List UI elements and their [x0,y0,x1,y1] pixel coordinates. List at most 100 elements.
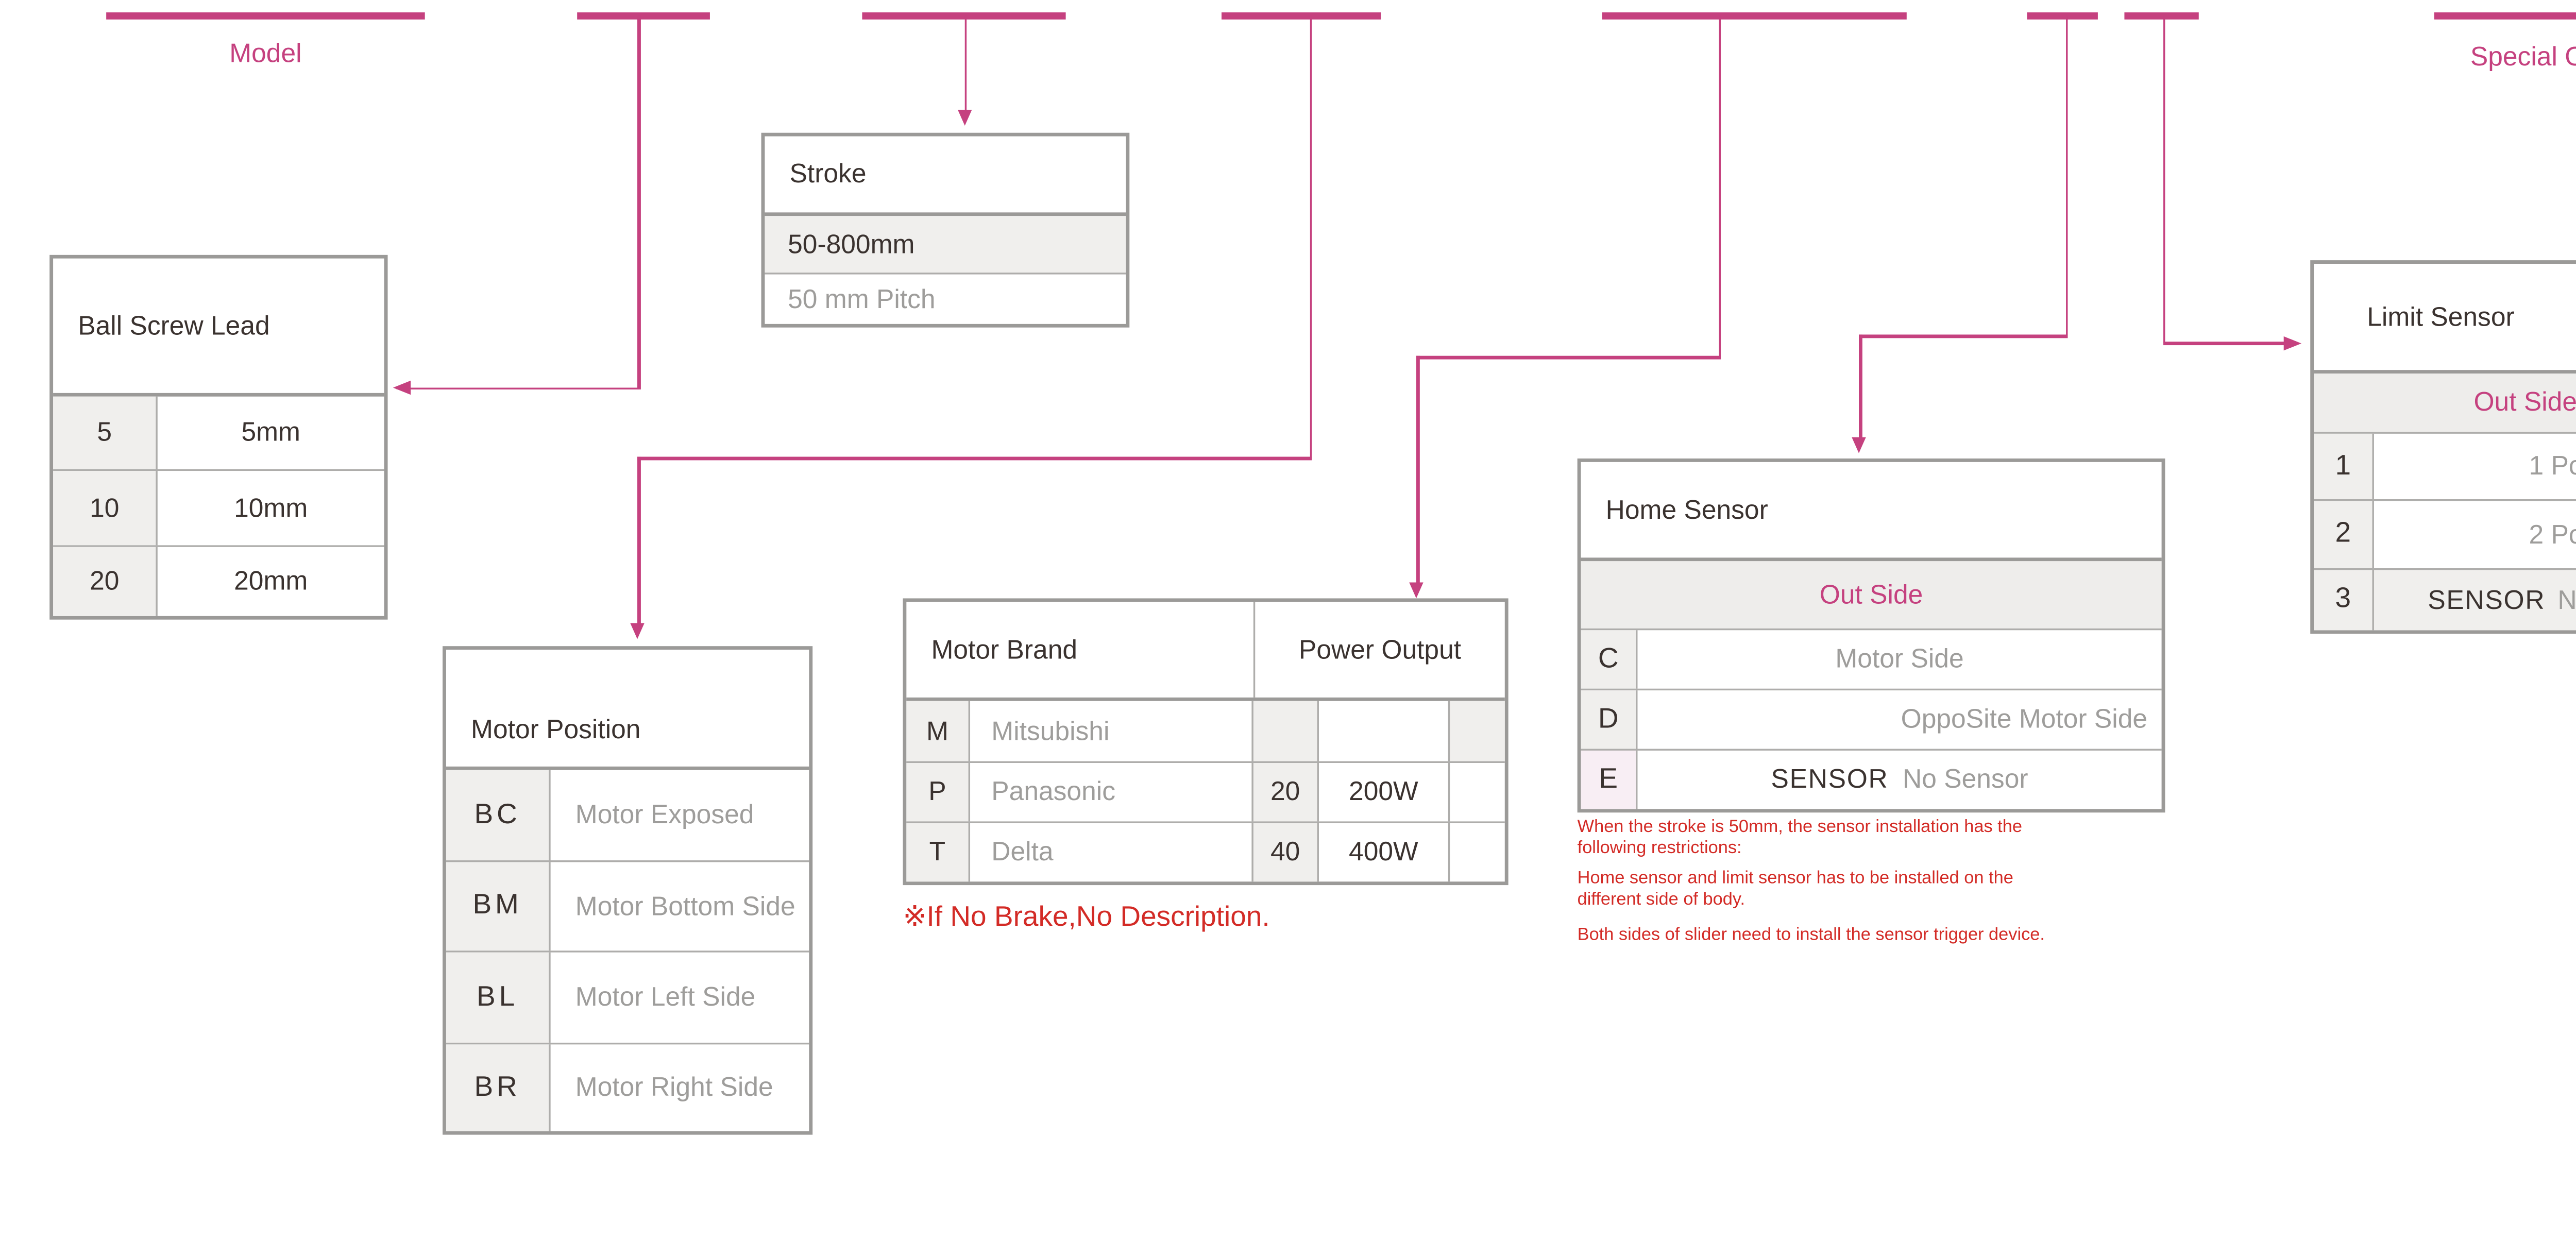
code-segment-ball-screw [577,12,710,19]
arrow-home-sensor-icon [1852,437,1867,453]
limit-sensor-outside-label: Out Side [2314,374,2576,432]
motor-brand-table: Motor Brand Power Output M Mitsubishi P … [903,598,1509,886]
ball-screw-value: 20mm [156,547,384,616]
home-sensor-code: E [1581,750,1636,809]
power-code: 20 [1251,763,1317,822]
power-extra-cell [1448,823,1505,882]
stroke-header: Stroke [765,137,1126,216]
special-order-label: Special Order No. [2470,42,2576,73]
table-row: BC Motor Exposed [446,770,809,860]
connector-power-horizontal [1416,355,1721,359]
power-extra-cell [1448,701,1505,761]
home-sensor-title: Home Sensor [1605,495,1768,525]
stroke-pitch: 50 mm Pitch [788,284,936,314]
power-code [1251,701,1317,761]
code-segment-home-sensor [2027,12,2098,19]
power-output-title: Power Output [1253,602,1505,698]
connector-home-sensor-horizontal [1859,334,2068,337]
home-sensor-code: C [1581,630,1636,689]
connector-motor-position-horizontal [637,456,1312,460]
ball-screw-code: 5 [53,396,156,469]
arrow-limit-sensor-icon [2283,335,2302,350]
motor-position-header: Motor Position [446,650,809,770]
connector-power-vertical-2 [1416,355,1419,584]
power-value [1317,701,1448,761]
connector-power-vertical-1 [1718,15,1721,358]
code-segment-limit-sensor [2124,12,2199,19]
motor-brand-name: Delta [968,823,1252,882]
home-sensor-table: Home Sensor Out Side C Motor Side D Oppo… [1577,458,2165,813]
table-row: 1 1 Pc [2314,432,2576,500]
motor-brand-title: Motor Brand [931,634,1078,665]
code-segment-motor-position [1221,12,1381,19]
home-sensor-outside-row: Out Side [1581,561,2162,629]
no-sensor-word: No Sensor [1903,765,2028,795]
arrow-motor-position-icon [630,623,645,639]
table-row: C Motor Side [1581,628,2162,689]
table-row: T Delta 40 400W [906,821,1505,882]
motor-position-value: Motor Left Side [549,952,809,1043]
no-sensor-word: No Sensor [2557,585,2576,616]
motor-brand-code: T [906,823,969,882]
connector-home-sensor-vertical-1 [2065,15,2068,336]
brake-note: ※If No Brake,No Description. [903,903,1270,933]
limit-sensor-code: 2 [2314,501,2372,569]
ball-screw-code: 10 [53,471,156,546]
connector-stroke-vertical [964,15,967,112]
motor-brand-code: P [906,763,969,822]
ball-screw-code: 20 [53,547,156,616]
power-extra-cell [1448,763,1505,822]
connector-ball-screw-horizontal [396,386,639,389]
table-row: P Panasonic 20 200W [906,761,1505,822]
table-row: 5 5mm [53,396,384,469]
power-value: 200W [1317,763,1448,822]
note-line: When the stroke is 50mm, the sensor inst… [1577,818,2022,859]
code-segment-special-order [2434,12,2576,19]
limit-sensor-value: 2 Pc [2372,501,2576,569]
connector-home-sensor-vertical-2 [1859,334,1862,439]
ball-screw-value: 10mm [156,471,384,546]
motor-position-value: Motor Bottom Side [549,862,809,951]
table-row: E SENSOR No Sensor [1581,749,2162,809]
model-label: Model [229,39,302,70]
motor-position-code: BC [446,770,549,860]
stroke-table: Stroke 50-800mm 50 mm Pitch [761,132,1130,328]
connector-limit-sensor-vertical [2162,15,2165,344]
limit-sensor-table: Limit Sensor Out Side 1 1 Pc 2 2 Pc 3 SE… [2310,260,2576,634]
arrow-power-output-icon [1409,582,1424,599]
sensor-word: SENSOR [1771,765,1889,795]
sensor-word: SENSOR [2428,585,2546,616]
connector-ball-screw-vertical [637,15,640,389]
limit-sensor-header: Limit Sensor [2314,264,2576,374]
motor-position-code: BR [446,1044,549,1131]
ball-screw-lead-header: Ball Screw Lead [53,259,384,397]
stroke-pitch-row: 50 mm Pitch [765,273,1126,324]
table-row: BR Motor Right Side [446,1042,809,1131]
arrow-ball-screw-icon [393,380,411,395]
note-line: Both sides of slider need to install the… [1577,926,2045,945]
motor-position-value: Motor Exposed [549,770,809,860]
home-sensor-outside-label: Out Side [1581,561,2162,629]
motor-brand-code: M [906,701,969,761]
connector-motor-position-vertical-2 [637,456,640,625]
limit-sensor-outside-row: Out Side [2314,374,2576,432]
stroke-title: Stroke [789,159,867,190]
limit-sensor-code: 1 [2314,433,2372,500]
motor-position-code: BM [446,862,549,951]
table-row: 10 10mm [53,469,384,546]
home-sensor-notes: When the stroke is 50mm, the sensor inst… [1578,818,2066,956]
limit-sensor-code: 3 [2314,570,2372,631]
motor-position-table: Motor Position BC Motor Exposed BM Motor… [443,646,813,1135]
table-row: 3 SENSOR No Sensor [2314,568,2576,631]
motor-position-title: Motor Position [471,715,641,745]
power-code: 40 [1251,823,1317,882]
table-row: M Mitsubishi [906,701,1505,761]
ball-screw-lead-table: Ball Screw Lead 5 5mm 10 10mm 20 20mm [49,254,388,620]
limit-sensor-title: Limit Sensor [2367,301,2515,332]
code-segment-motor-brand [1602,12,1907,19]
home-sensor-value: OppoSite Motor Side [1636,690,2162,749]
motor-brand-name: Mitsubishi [968,701,1252,761]
home-sensor-value: Motor Side [1636,630,2162,689]
power-value: 400W [1317,823,1448,882]
